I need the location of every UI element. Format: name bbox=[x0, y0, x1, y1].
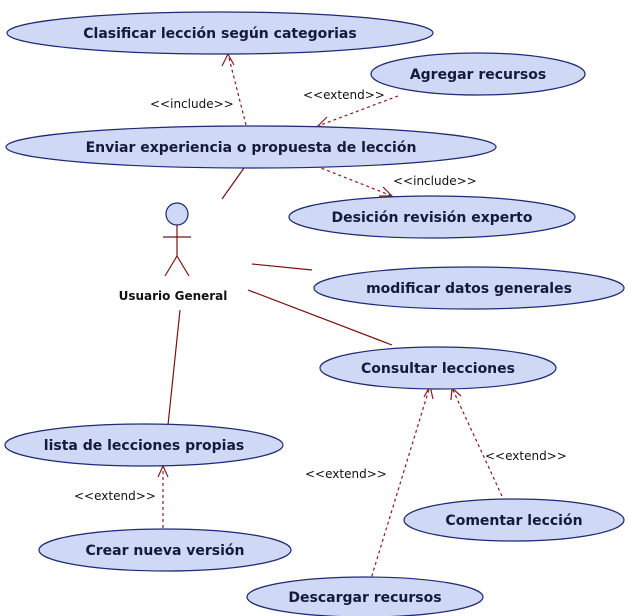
label-include-clasificar: <<include>> bbox=[150, 97, 234, 111]
usecase-agregar-recursos[interactable]: Agregar recursos bbox=[370, 52, 586, 96]
usecase-lista-lecciones[interactable]: lista de lecciones propias bbox=[4, 423, 284, 467]
usecase-lista-lecciones-label: lista de lecciones propias bbox=[44, 438, 244, 454]
assoc-lista bbox=[167, 309, 181, 426]
arrow-include-desicion bbox=[379, 186, 394, 197]
usecase-enviar-experiencia-ellipse bbox=[5, 125, 497, 169]
usecase-consultar-lecciones[interactable]: Consultar lecciones bbox=[319, 346, 557, 390]
usecase-modificar-datos-label: modificar datos generales bbox=[366, 281, 572, 297]
usecase-desicion-revision[interactable]: Desición revisión experto bbox=[288, 195, 576, 239]
arrow-include-clasificar bbox=[221, 52, 235, 67]
dep-include-clasificar bbox=[227, 53, 247, 126]
actor-label: Usuario General bbox=[119, 289, 228, 303]
usecase-enviar-experiencia-label: Enviar experiencia o propuesta de lecció… bbox=[86, 140, 417, 156]
label-extend-descargar: <<extend>> bbox=[305, 467, 387, 481]
dep-extend-comentar bbox=[451, 387, 503, 497]
usecase-descargar-recursos-label: Descargar recursos bbox=[288, 590, 441, 606]
assoc-consultar bbox=[247, 289, 393, 346]
usecase-descargar-recursos-ellipse bbox=[246, 576, 484, 616]
dep-include-desicion bbox=[315, 165, 393, 197]
assoc-modificar bbox=[251, 263, 313, 271]
usecase-crear-version[interactable]: Crear nueva versión bbox=[38, 528, 292, 572]
usecase-desicion-revision-label: Desición revisión experto bbox=[332, 210, 533, 226]
usecase-descargar-recursos[interactable]: Descargar recursos bbox=[246, 576, 484, 616]
actor-left-leg bbox=[164, 255, 178, 277]
usecase-consultar-lecciones-ellipse bbox=[319, 346, 557, 390]
actor-head-icon bbox=[165, 202, 189, 226]
dep-extend-descargar bbox=[369, 385, 431, 583]
usecase-comentar-leccion[interactable]: Comentar lección bbox=[403, 498, 625, 542]
assoc-enviar bbox=[221, 167, 245, 200]
label-include-desicion: <<include>> bbox=[393, 174, 477, 188]
arrow-extend-comentar bbox=[450, 386, 462, 401]
dep-extend-agregar bbox=[317, 95, 399, 127]
usecase-crear-version-ellipse bbox=[38, 528, 292, 572]
label-extend-comentar: <<extend>> bbox=[485, 449, 567, 463]
usecase-modificar-datos-ellipse bbox=[313, 266, 625, 310]
usecase-crear-version-label: Crear nueva versión bbox=[85, 543, 244, 559]
usecase-desicion-revision-ellipse bbox=[288, 195, 576, 239]
usecase-clasificar-label: Clasificar lección según categorias bbox=[83, 26, 356, 42]
usecase-agregar-recursos-label: Agregar recursos bbox=[410, 67, 546, 83]
label-extend-crear: <<extend>> bbox=[74, 489, 156, 503]
actor-usuario-general[interactable]: Usuario General bbox=[119, 202, 228, 303]
usecase-comentar-leccion-ellipse bbox=[403, 498, 625, 542]
label-extend-agregar: <<extend>> bbox=[303, 88, 385, 102]
usecase-clasificar-ellipse bbox=[6, 11, 434, 55]
usecase-lista-lecciones-ellipse bbox=[4, 423, 284, 467]
actor-right-leg bbox=[176, 255, 190, 277]
usecase-enviar-experiencia[interactable]: Enviar experiencia o propuesta de lecció… bbox=[5, 125, 497, 169]
usecase-modificar-datos[interactable]: modificar datos generales bbox=[313, 266, 625, 310]
usecase-comentar-leccion-label: Comentar lección bbox=[445, 513, 582, 529]
usecase-consultar-lecciones-label: Consultar lecciones bbox=[361, 361, 515, 377]
usecase-clasificar[interactable]: Clasificar lección según categorias bbox=[6, 11, 434, 55]
usecase-agregar-recursos-ellipse bbox=[370, 52, 586, 96]
